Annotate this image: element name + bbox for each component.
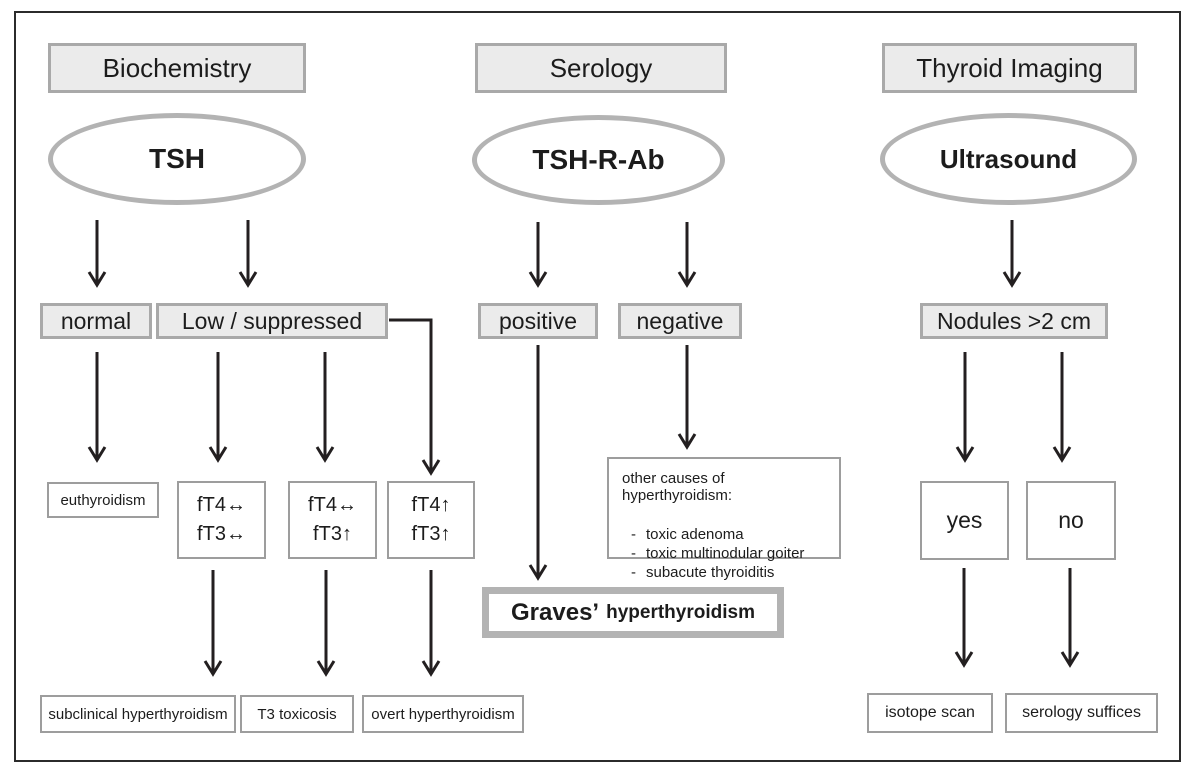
ellipse-ultrasound: Ultrasound — [880, 113, 1137, 205]
box-other-causes: other causes of hyperthyroidism: - toxic… — [607, 457, 841, 581]
box-ft4-normal-ft3-normal: fT4↔ fT3↔ — [177, 481, 266, 559]
bullet-dash: - — [631, 545, 636, 562]
bullet-dash: - — [631, 564, 636, 581]
box-positive: positive — [478, 303, 598, 339]
header-thyroid-imaging: Thyroid Imaging — [882, 43, 1137, 93]
header-serology: Serology — [475, 43, 727, 93]
box-negative: negative — [618, 303, 742, 339]
box-subclinical-hyperthyroidism: subclinical hyperthyroidism — [40, 695, 236, 733]
other-causes-item: - subacute thyroiditis — [622, 564, 774, 581]
graves-name: Graves’ — [511, 598, 600, 626]
box-overt-hyperthyroidism: overt hyperthyroidism — [362, 695, 524, 733]
box-tsh-low-suppressed: Low / suppressed — [156, 303, 388, 339]
ellipse-tsh: TSH — [48, 113, 306, 205]
box-ft4-normal-ft3-high: fT4↔ fT3↑ — [288, 481, 377, 559]
ellipse-tsh-r-ab: TSH-R-Ab — [472, 115, 725, 205]
bullet-dash: - — [631, 526, 636, 543]
other-causes-item: - toxic multinodular goiter — [622, 545, 804, 562]
box-no: no — [1026, 481, 1116, 560]
box-graves-hyperthyroidism: Graves’ hyperthyroidism — [482, 587, 784, 638]
header-biochemistry: Biochemistry — [48, 43, 306, 93]
box-euthyroidism: euthyroidism — [47, 482, 159, 518]
ft3-line: fT3↑ — [411, 523, 451, 545]
box-ft4-high-ft3-high: fT4↑ fT3↑ — [387, 481, 475, 559]
box-yes: yes — [920, 481, 1009, 560]
ft4-line: fT4↔ — [197, 494, 246, 516]
ft4-line: fT4↔ — [308, 494, 357, 516]
ft3-line: fT3↔ — [197, 523, 246, 545]
other-causes-item-label: toxic adenoma — [646, 526, 744, 543]
box-tsh-normal: normal — [40, 303, 152, 339]
other-causes-title: other causes of hyperthyroidism: — [622, 470, 733, 504]
other-causes-item-label: toxic multinodular goiter — [646, 545, 805, 562]
ft4-line: fT4↑ — [411, 494, 451, 516]
other-causes-item-label: subacute thyroiditis — [646, 564, 775, 581]
other-causes-item: - toxic adenoma — [622, 526, 744, 543]
box-serology-suffices: serology suffices — [1005, 693, 1158, 733]
box-t3-toxicosis: T3 toxicosis — [240, 695, 354, 733]
box-isotope-scan: isotope scan — [867, 693, 993, 733]
graves-condition: hyperthyroidism — [606, 601, 755, 623]
box-nodules-gt-2cm: Nodules >2 cm — [920, 303, 1108, 339]
ft3-line: fT3↑ — [313, 523, 352, 545]
